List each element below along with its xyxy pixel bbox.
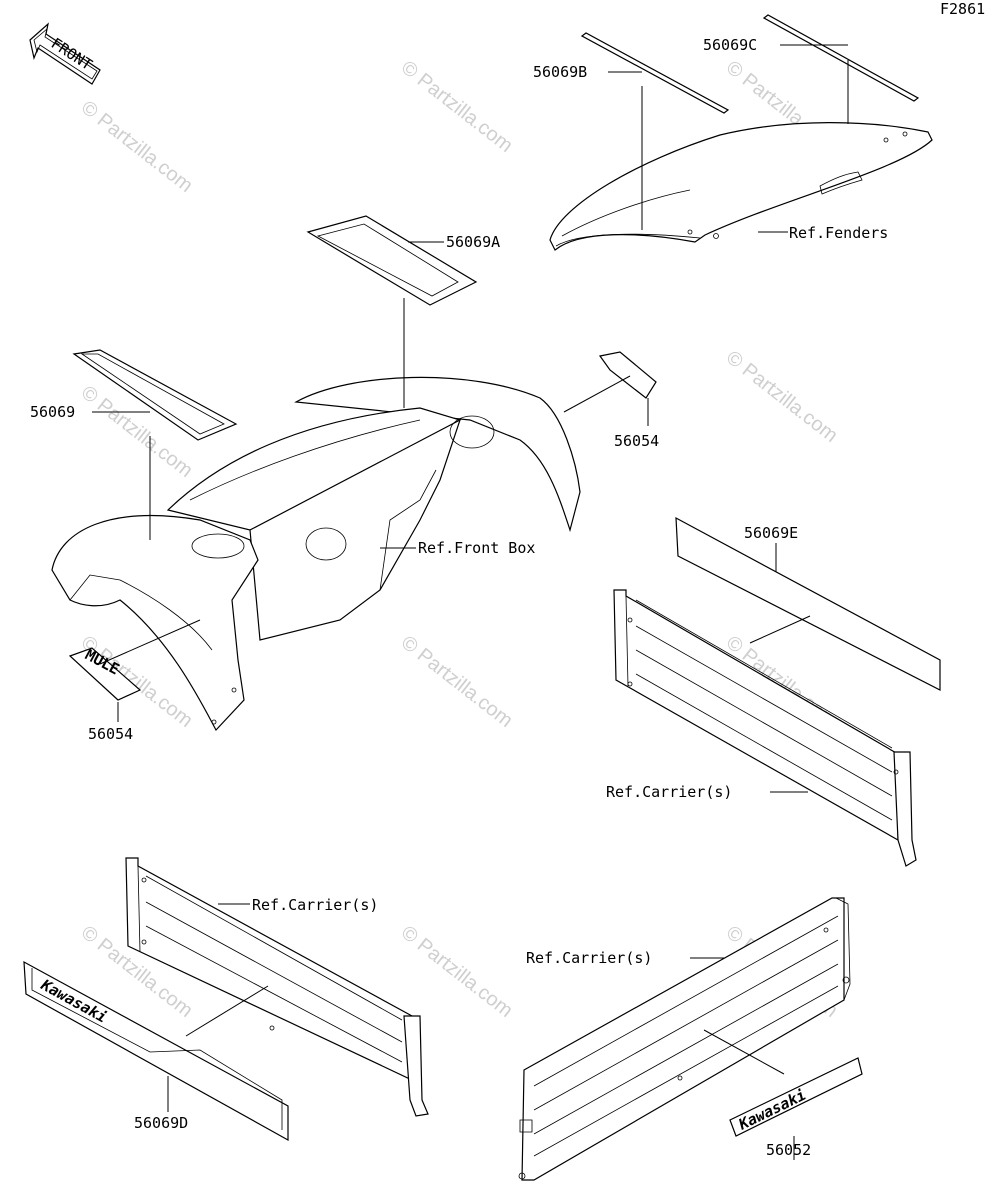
callout-ref-carrier-3: Ref.Carrier(s) xyxy=(526,949,652,967)
decal-56069 xyxy=(72,349,238,441)
leader-carrier-2-diag xyxy=(185,985,269,1037)
decal-strip-56069c xyxy=(762,14,920,102)
carrier-panel-bottom-right xyxy=(518,897,851,1181)
decal-56054-top xyxy=(598,351,657,399)
watermark-7: © Partzilla.com xyxy=(397,632,517,732)
watermark-1: © Partzilla.com xyxy=(77,97,197,197)
leader-56069e-diag xyxy=(749,615,811,644)
diagram-code: F2861 xyxy=(940,0,985,18)
callout-ref-fenders: Ref.Fenders xyxy=(789,224,888,242)
callout-56069: 56069 xyxy=(30,403,75,421)
carrier-panel-left xyxy=(125,857,429,1117)
callout-56054-bottom: 56054 xyxy=(88,725,133,743)
watermark-2: © Partzilla.com xyxy=(397,57,517,157)
watermark-5: © Partzilla.com xyxy=(722,347,842,447)
callout-ref-front-box: Ref.Front Box xyxy=(418,539,535,557)
callout-56069e: 56069E xyxy=(744,524,798,542)
callout-ref-carrier-1: Ref.Carrier(s) xyxy=(606,783,732,801)
leader-56054-top xyxy=(563,375,631,413)
front-box-body xyxy=(51,376,581,732)
callout-56069c: 56069C xyxy=(703,36,757,54)
watermark-10: © Partzilla.com xyxy=(397,922,517,1022)
carrier-panel-right xyxy=(613,589,917,867)
front-arrow-icon: FRONT xyxy=(29,22,101,85)
rear-fender xyxy=(549,122,933,251)
callout-56069d: 56069D xyxy=(134,1114,188,1132)
decal-56069e xyxy=(675,516,941,691)
kawasaki-decal-text-2: Kawasaki xyxy=(735,1086,809,1134)
decal-strip-56069b xyxy=(580,32,730,114)
callout-56069a: 56069A xyxy=(446,233,500,251)
callout-56069b: 56069B xyxy=(533,63,587,81)
callout-56052: 56052 xyxy=(766,1141,811,1159)
leader-mule-decal xyxy=(99,619,201,665)
kawasaki-decal-56052: Kawasaki xyxy=(729,1057,863,1137)
leader-carrier-3-diag xyxy=(703,1029,785,1075)
callout-56054-top: 56054 xyxy=(614,432,659,450)
callout-ref-carrier-2: Ref.Carrier(s) xyxy=(252,896,378,914)
decal-56069a xyxy=(306,215,478,306)
